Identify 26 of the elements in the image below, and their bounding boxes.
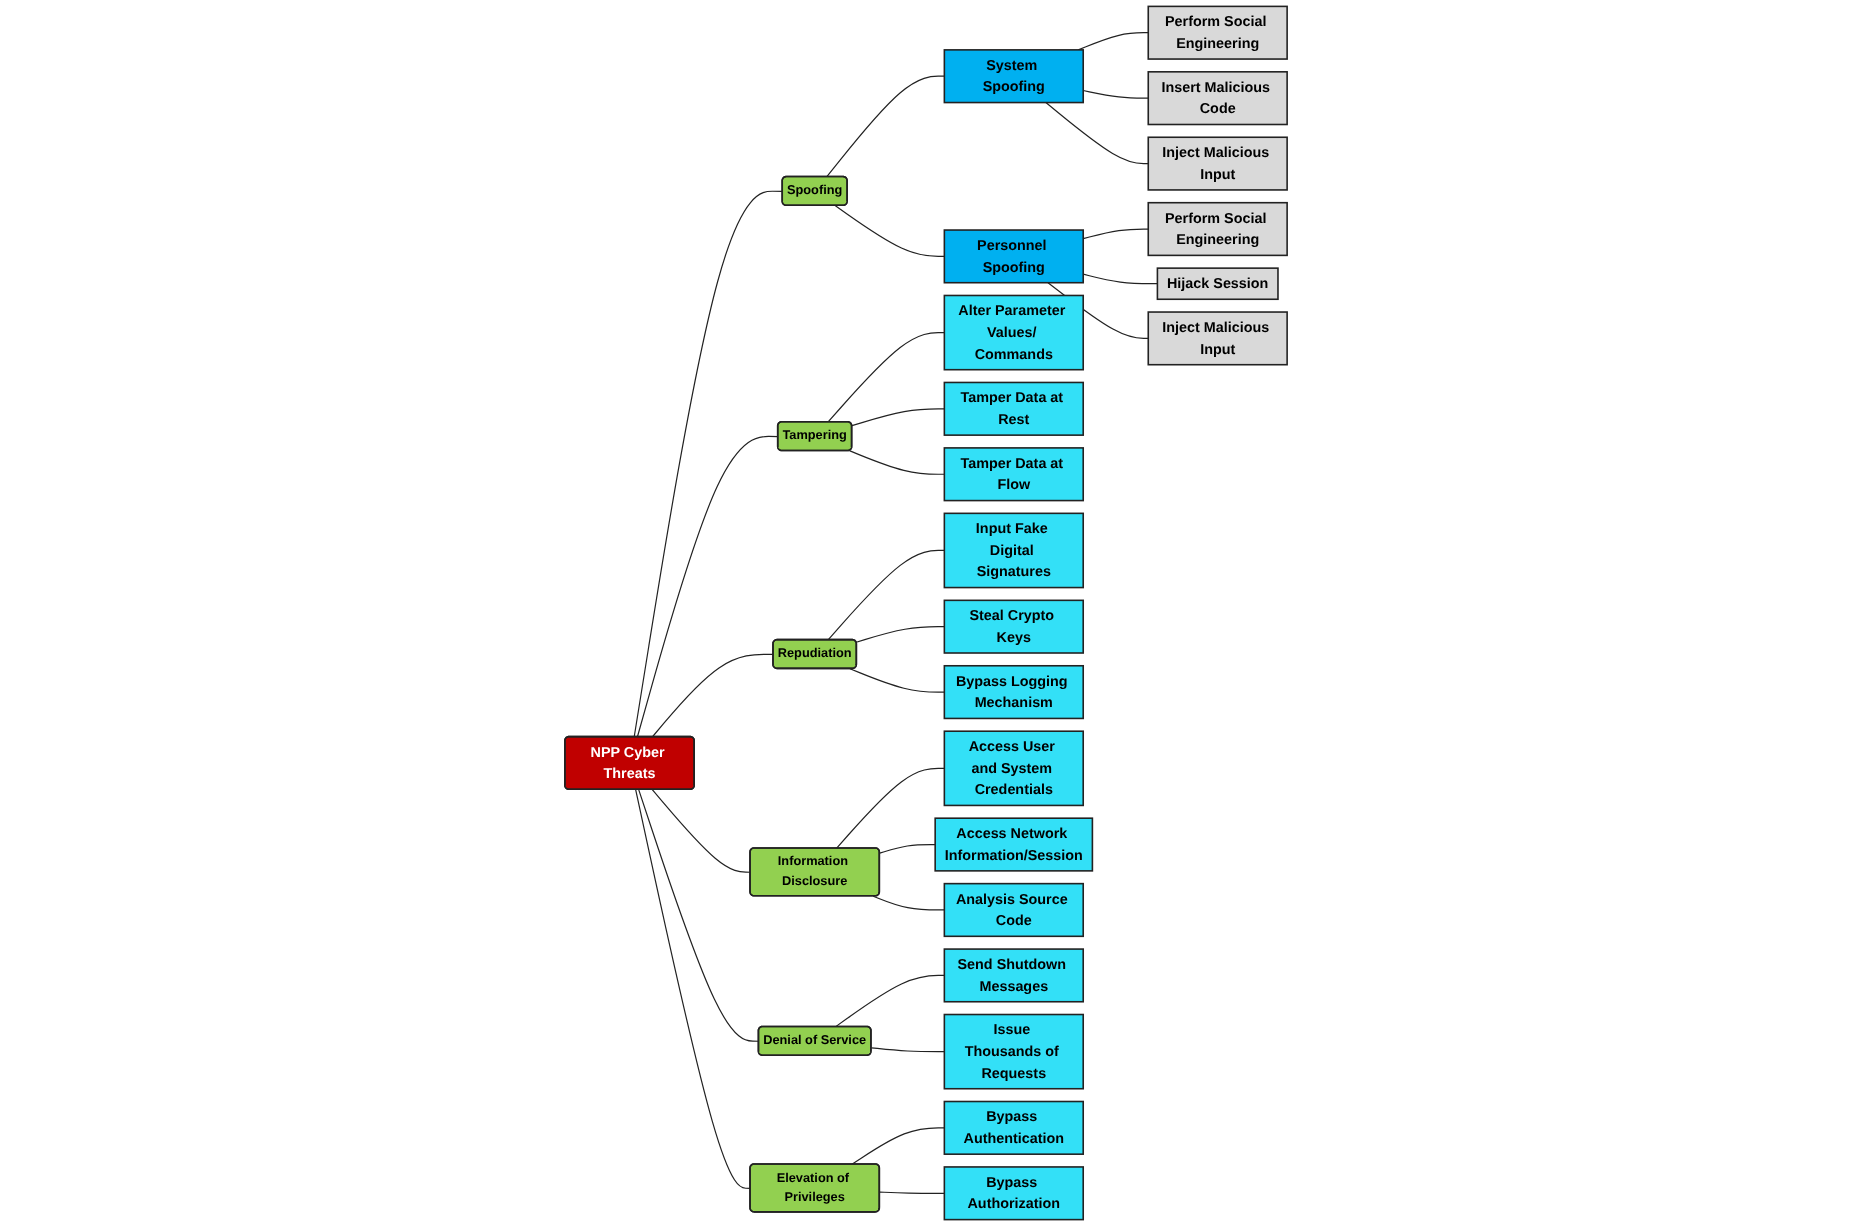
connector [879,843,936,854]
connector [851,1127,945,1165]
connector [855,626,945,643]
connector [636,435,779,738]
connector [1082,228,1149,240]
connector [826,75,945,178]
connector [1082,89,1149,99]
connector [835,767,945,849]
connector [651,653,774,738]
connector [879,1191,945,1194]
connector [1077,32,1149,51]
connector [1082,273,1158,285]
connector [834,205,945,257]
connector [638,789,760,1042]
connector [1045,101,1149,165]
connector [651,789,751,873]
connector [834,974,945,1028]
connector [872,895,945,911]
connector [851,408,945,427]
connector [870,1047,945,1053]
connector [635,789,751,1189]
connector [849,668,945,693]
connector [827,549,945,641]
connector [827,332,945,423]
connector [848,450,945,475]
connector [633,190,784,738]
